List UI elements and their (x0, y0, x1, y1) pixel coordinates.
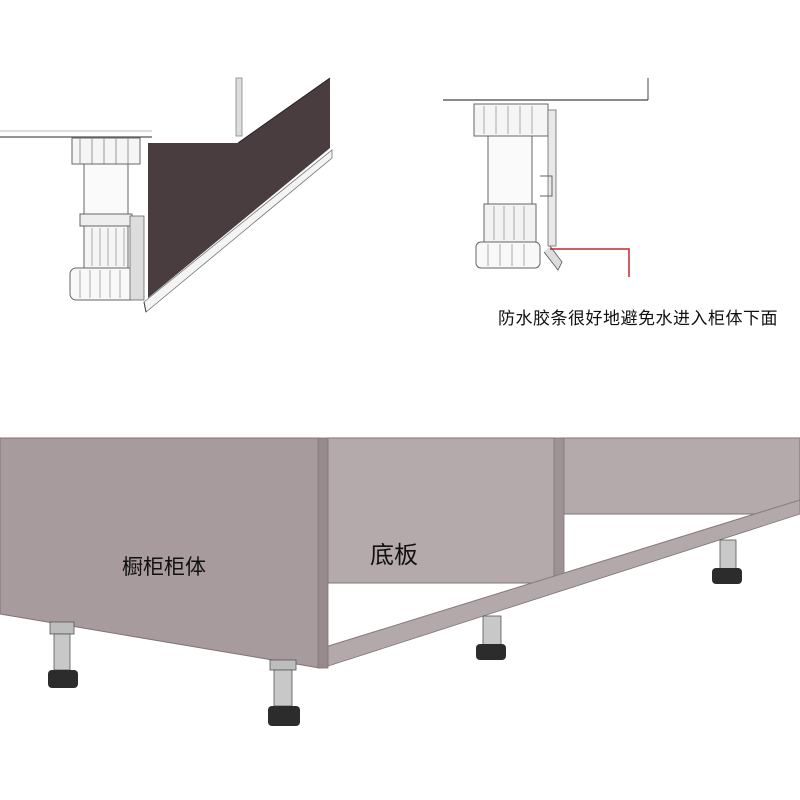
cabinet-foot-4 (712, 539, 742, 584)
cabinet-body-label: 橱柜柜体 (122, 555, 206, 579)
leader-line (550, 248, 630, 277)
leveling-foot-left (69, 137, 145, 301)
cabinet-illustration (0, 437, 800, 726)
detail-left (0, 77, 333, 313)
cabinet-foot-3 (476, 615, 506, 660)
cabinet-foot-2 (268, 659, 300, 726)
base-board-label: 底板 (370, 541, 418, 569)
seal-strip-caption: 防水胶条很好地避免水进入柜体下面 (498, 309, 778, 329)
leveling-foot-right (473, 103, 563, 271)
cabinet-foot-1 (48, 621, 78, 688)
detail-right (443, 78, 649, 277)
